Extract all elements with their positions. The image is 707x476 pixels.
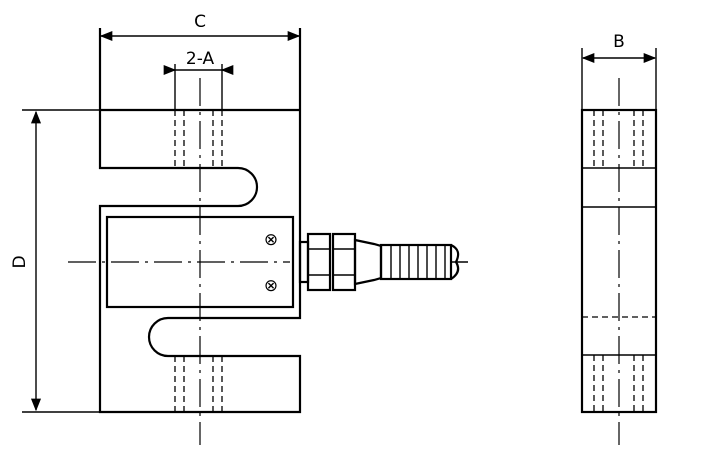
dim-c-label: C [194,12,206,32]
side-view: B [580,32,658,445]
side-body-outline [580,108,658,414]
cable-connector [298,232,468,292]
dim-b-label: B [613,32,625,52]
front-view: ⊗ ⊗ [10,12,468,445]
screw-bottom-icon: ⊗ [264,276,278,296]
bottom-threaded-holes [174,356,223,412]
top-threaded-holes [174,110,223,168]
screw-top-icon: ⊗ [264,230,278,250]
dim-2a-label: 2-A [186,49,215,69]
dim-d-label: D [10,255,30,268]
s-body-outline [98,28,302,414]
